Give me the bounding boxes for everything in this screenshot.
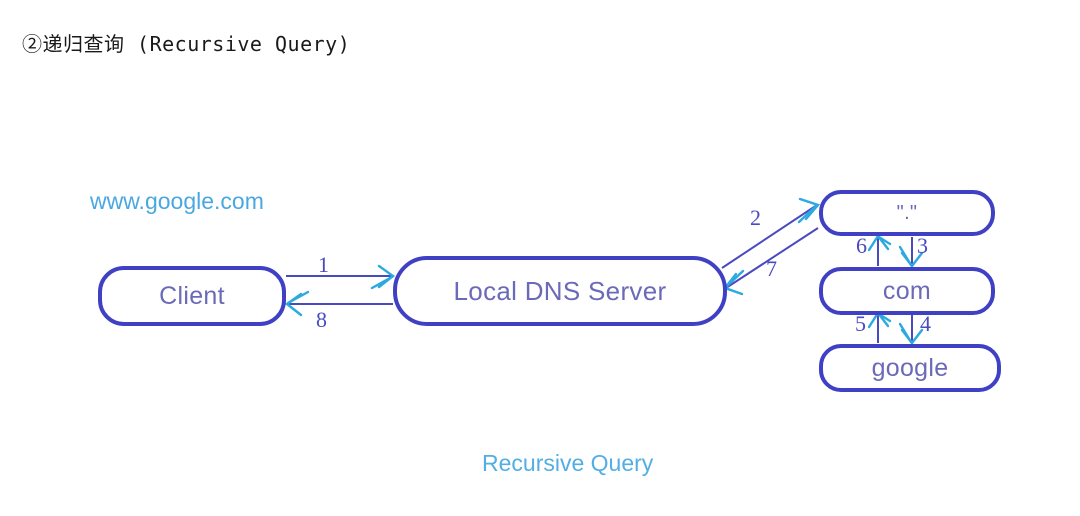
domain-query-label: www.google.com bbox=[90, 188, 264, 214]
arrow-label-8: 8 bbox=[316, 307, 327, 332]
node-google-server: google bbox=[819, 344, 1001, 392]
arrow-6 bbox=[867, 233, 892, 266]
diagram-caption: Recursive Query bbox=[482, 450, 654, 476]
arrow-8 bbox=[284, 290, 393, 317]
arrow-1 bbox=[286, 264, 396, 290]
arrow-label-5: 5 bbox=[855, 311, 866, 336]
arrow-label-1: 1 bbox=[318, 252, 329, 277]
arrow-label-3: 3 bbox=[917, 233, 928, 258]
node-local-dns-server: Local DNS Server bbox=[393, 256, 727, 326]
arrow-label-2: 2 bbox=[750, 205, 761, 230]
arrow-label-7: 7 bbox=[766, 256, 777, 281]
page-title: ②递归查询 (Recursive Query) bbox=[22, 32, 351, 56]
arrow-4 bbox=[898, 314, 924, 345]
arrow-5 bbox=[867, 310, 892, 343]
arrow-label-4: 4 bbox=[920, 311, 931, 336]
node-client: Client bbox=[98, 266, 286, 326]
arrow-label-6: 6 bbox=[856, 233, 867, 258]
node-root-server: "." bbox=[819, 190, 995, 236]
node-com-server: com bbox=[819, 267, 995, 315]
